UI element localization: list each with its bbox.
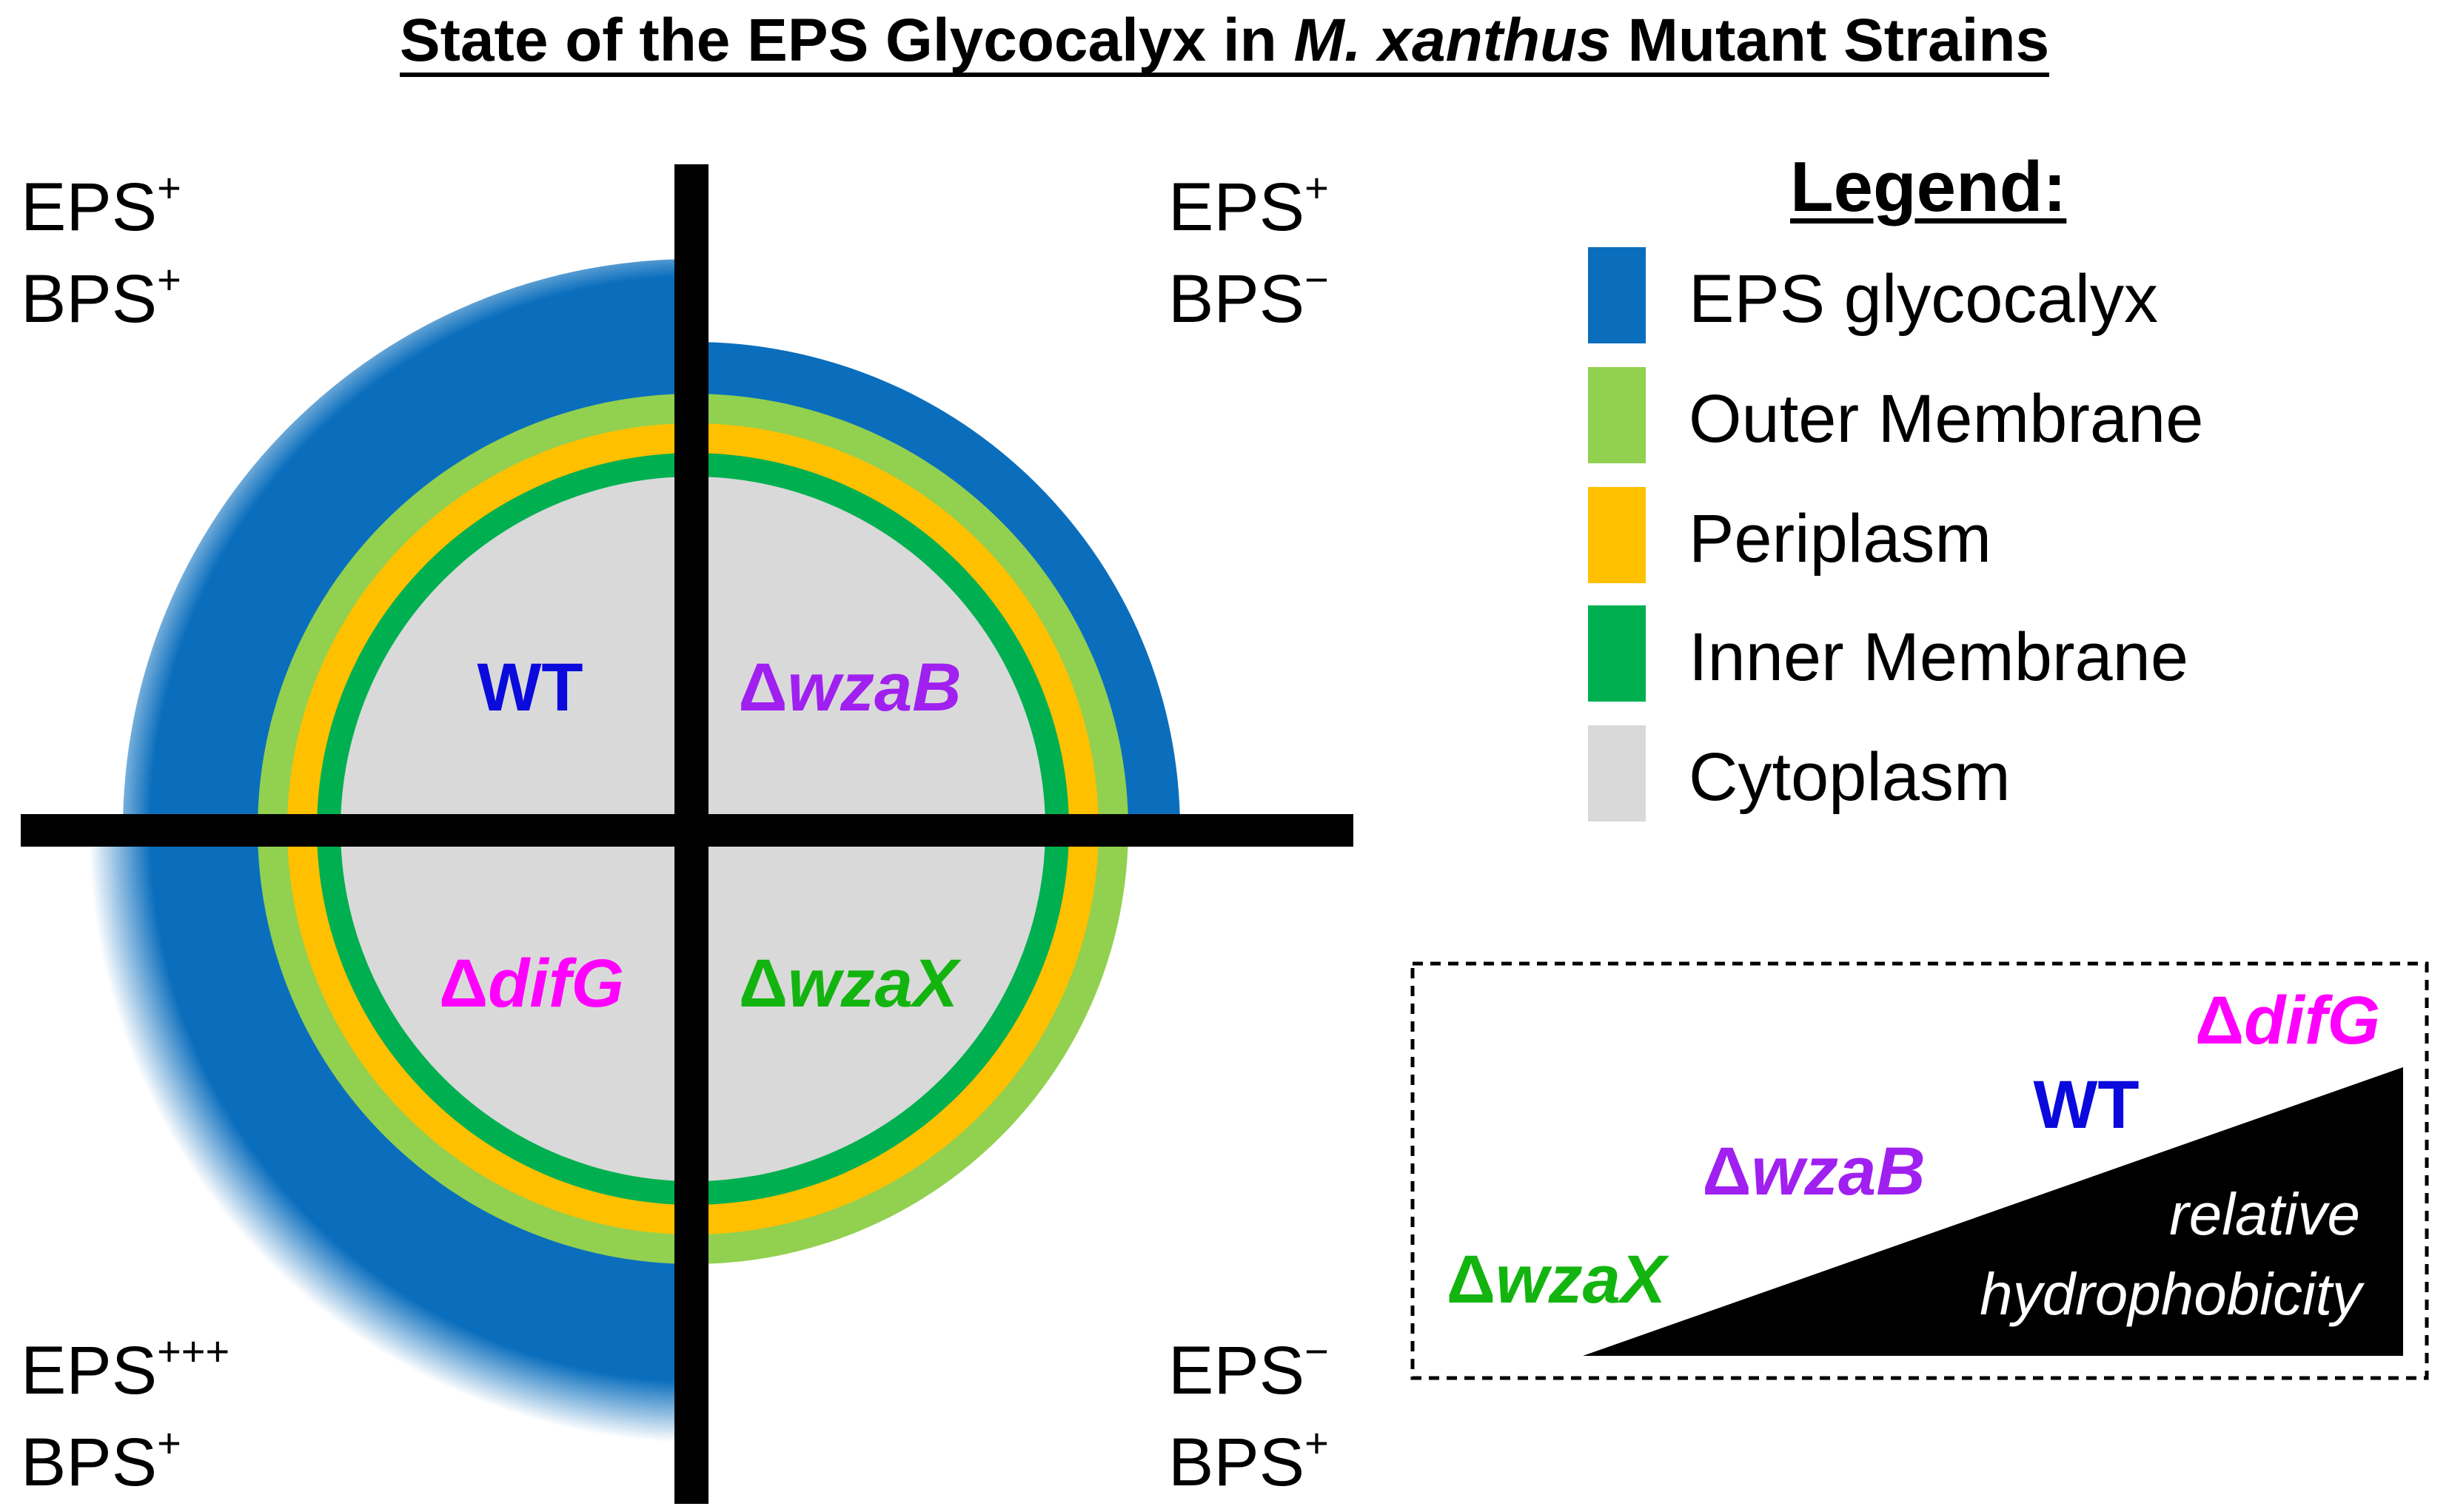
quadrant-label-top-right: EPS+ BPS− — [1168, 164, 1329, 337]
legend-title: Legend: — [1790, 147, 2067, 226]
quadrant-label-bottom-left: EPS+++ BPS+ — [21, 1328, 230, 1501]
rank-label-wzaB: ΔwzaB — [1702, 1134, 1925, 1209]
hydrophobicity-text-line2: hydrophobicity — [1980, 1261, 2365, 1327]
legend-label: Periplasm — [1689, 501, 1992, 577]
legend-swatch — [1588, 367, 1646, 463]
title-species: M. xanthus — [1293, 7, 1611, 74]
rank-label-wt: WT — [2033, 1067, 2139, 1143]
horizontal-divider — [21, 814, 1353, 847]
title-prefix: State of the EPS Glycocalyx in — [399, 7, 1294, 74]
legend-label: EPS glycocalyx — [1689, 261, 2159, 337]
hydrophobicity-wedge — [1583, 1067, 2403, 1356]
quadrant-label-bottom-right: EPS− BPS+ — [1168, 1328, 1329, 1501]
legend-swatch — [1588, 247, 1646, 343]
figure-title: State of the EPS Glycocalyx in M. xanthu… — [0, 6, 2449, 78]
strain-label-wt: WT — [477, 650, 583, 725]
legend-label: Cytoplasm — [1689, 739, 2011, 815]
rank-label-wzaX: ΔwzaX — [1447, 1242, 1669, 1317]
quadrant-label-top-left: EPS+ BPS+ — [21, 164, 181, 337]
strain-label-wzaB: ΔwzaB — [738, 650, 961, 725]
title-underlined: State of the EPS Glycocalyx in M. xanthu… — [399, 7, 2050, 78]
legend-label: Outer Membrane — [1689, 381, 2204, 457]
legend-swatch — [1588, 605, 1646, 702]
legend-swatch — [1588, 725, 1646, 821]
strain-label-wzaX: ΔwzaX — [739, 946, 962, 1021]
hydrophobicity-panel-border — [1410, 961, 2429, 1380]
legend-swatch — [1588, 487, 1646, 583]
hydrophobicity-text-line1: relative — [2169, 1181, 2360, 1247]
title-suffix: Mutant Strains — [1610, 7, 2050, 74]
strain-label-difG: ΔdifG — [439, 946, 624, 1021]
rank-label-difG: ΔdifG — [2195, 983, 2380, 1058]
legend-label: Inner Membrane — [1689, 619, 2188, 695]
